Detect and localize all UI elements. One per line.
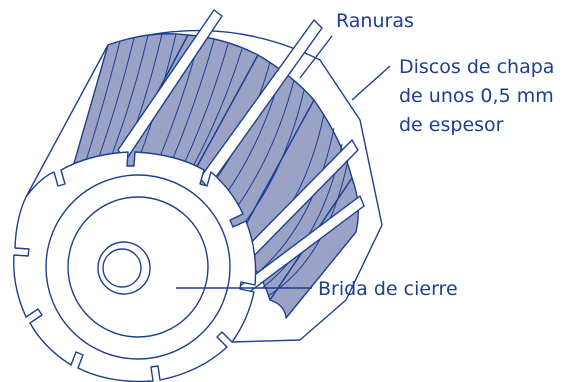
label-slots: Ranuras xyxy=(336,10,414,32)
slot-grooves xyxy=(117,9,365,297)
label-discs-line2: de unos 0,5 mm xyxy=(399,85,554,107)
label-discs-line1: Discos de chapa xyxy=(399,56,554,78)
label-discs-line3: de espesor xyxy=(399,114,504,136)
shaft-bore-inner xyxy=(102,248,142,288)
label-end-flange: Brida de cierre xyxy=(318,278,458,300)
leader-slots xyxy=(299,35,333,79)
leader-discs xyxy=(351,65,391,101)
